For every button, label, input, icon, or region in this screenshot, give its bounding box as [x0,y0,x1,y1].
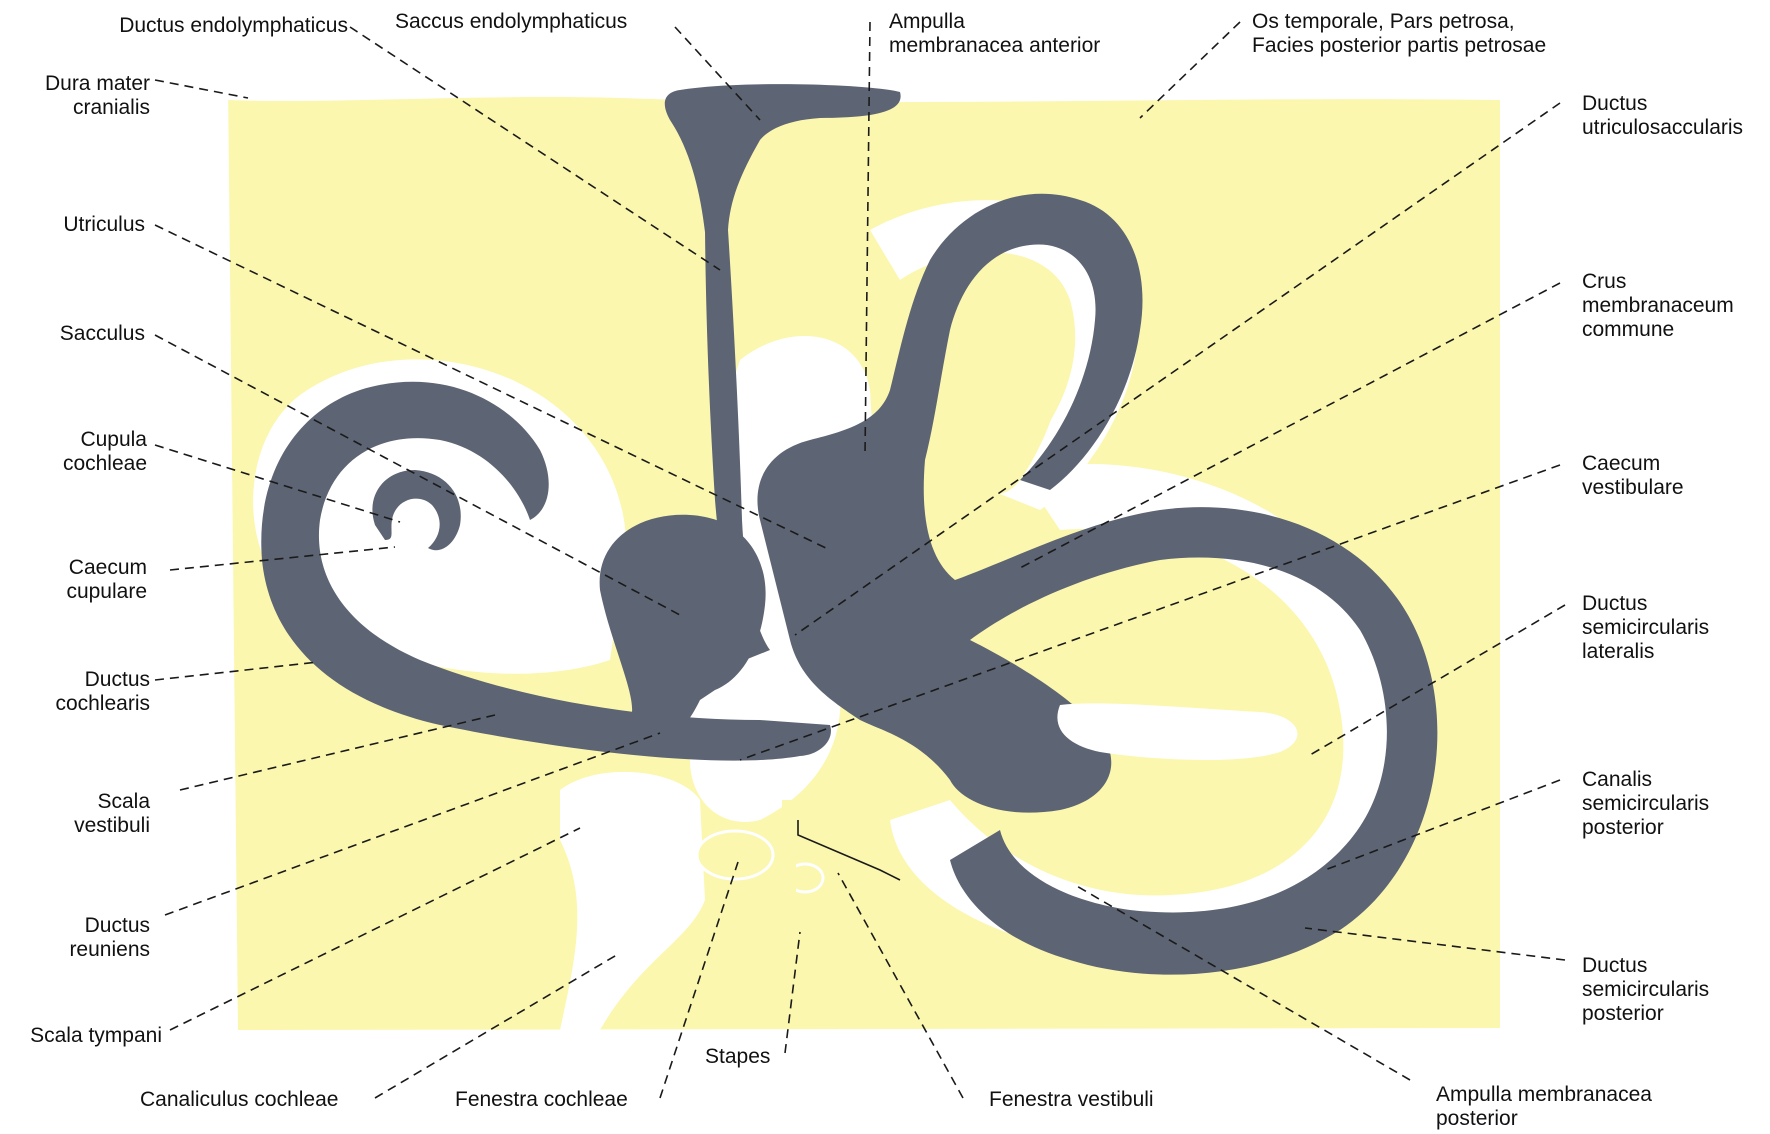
label-ductus-semicircularis-posterior: Ductus semicircularis posterior [1582,954,1709,1026]
label-ampulla-membranacea-anterior: Ampulla membranacea anterior [889,10,1100,58]
label-utriculus: Utriculus [10,213,145,237]
label-saccus-endolymphaticus: Saccus endolymphaticus [395,10,627,34]
label-dura-mater: Dura mater cranialis [10,72,150,120]
label-scala-vestibuli: Scala vestibuli [10,790,150,838]
label-fenestra-vestibuli: Fenestra vestibuli [989,1088,1154,1112]
label-ductus-utriculosaccularis: Ductus utriculosaccularis [1582,92,1743,140]
label-stapes: Stapes [705,1045,770,1069]
label-ampulla-membranacea-posterior: Ampulla membranacea posterior [1436,1083,1652,1131]
label-ductus-semicircularis-lateralis: Ductus semicircularis lateralis [1582,592,1709,664]
label-cupula-cochleae: Cupula cochleae [10,428,147,476]
label-ductus-reuniens: Ductus reuniens [10,914,150,962]
label-ductus-endolymphaticus: Ductus endolymphaticus [70,14,348,38]
label-ductus-cochlearis: Ductus cochlearis [10,668,150,716]
label-caecum-vestibulare: Caecum vestibulare [1582,452,1684,500]
label-canaliculus-cochleae: Canaliculus cochleae [140,1088,338,1112]
label-sacculus: Sacculus [10,322,145,346]
label-os-temporale: Os temporale, Pars petrosa, Facies poste… [1252,10,1546,58]
label-caecum-cupulare: Caecum cupulare [10,556,147,604]
label-fenestra-cochleae: Fenestra cochleae [455,1088,628,1112]
label-scala-tympani: Scala tympani [10,1024,162,1048]
label-canalis-semicircularis-posterior: Canalis semicircularis posterior [1582,768,1709,840]
label-crus-membranaceum-commune: Crus membranaceum commune [1582,270,1734,342]
